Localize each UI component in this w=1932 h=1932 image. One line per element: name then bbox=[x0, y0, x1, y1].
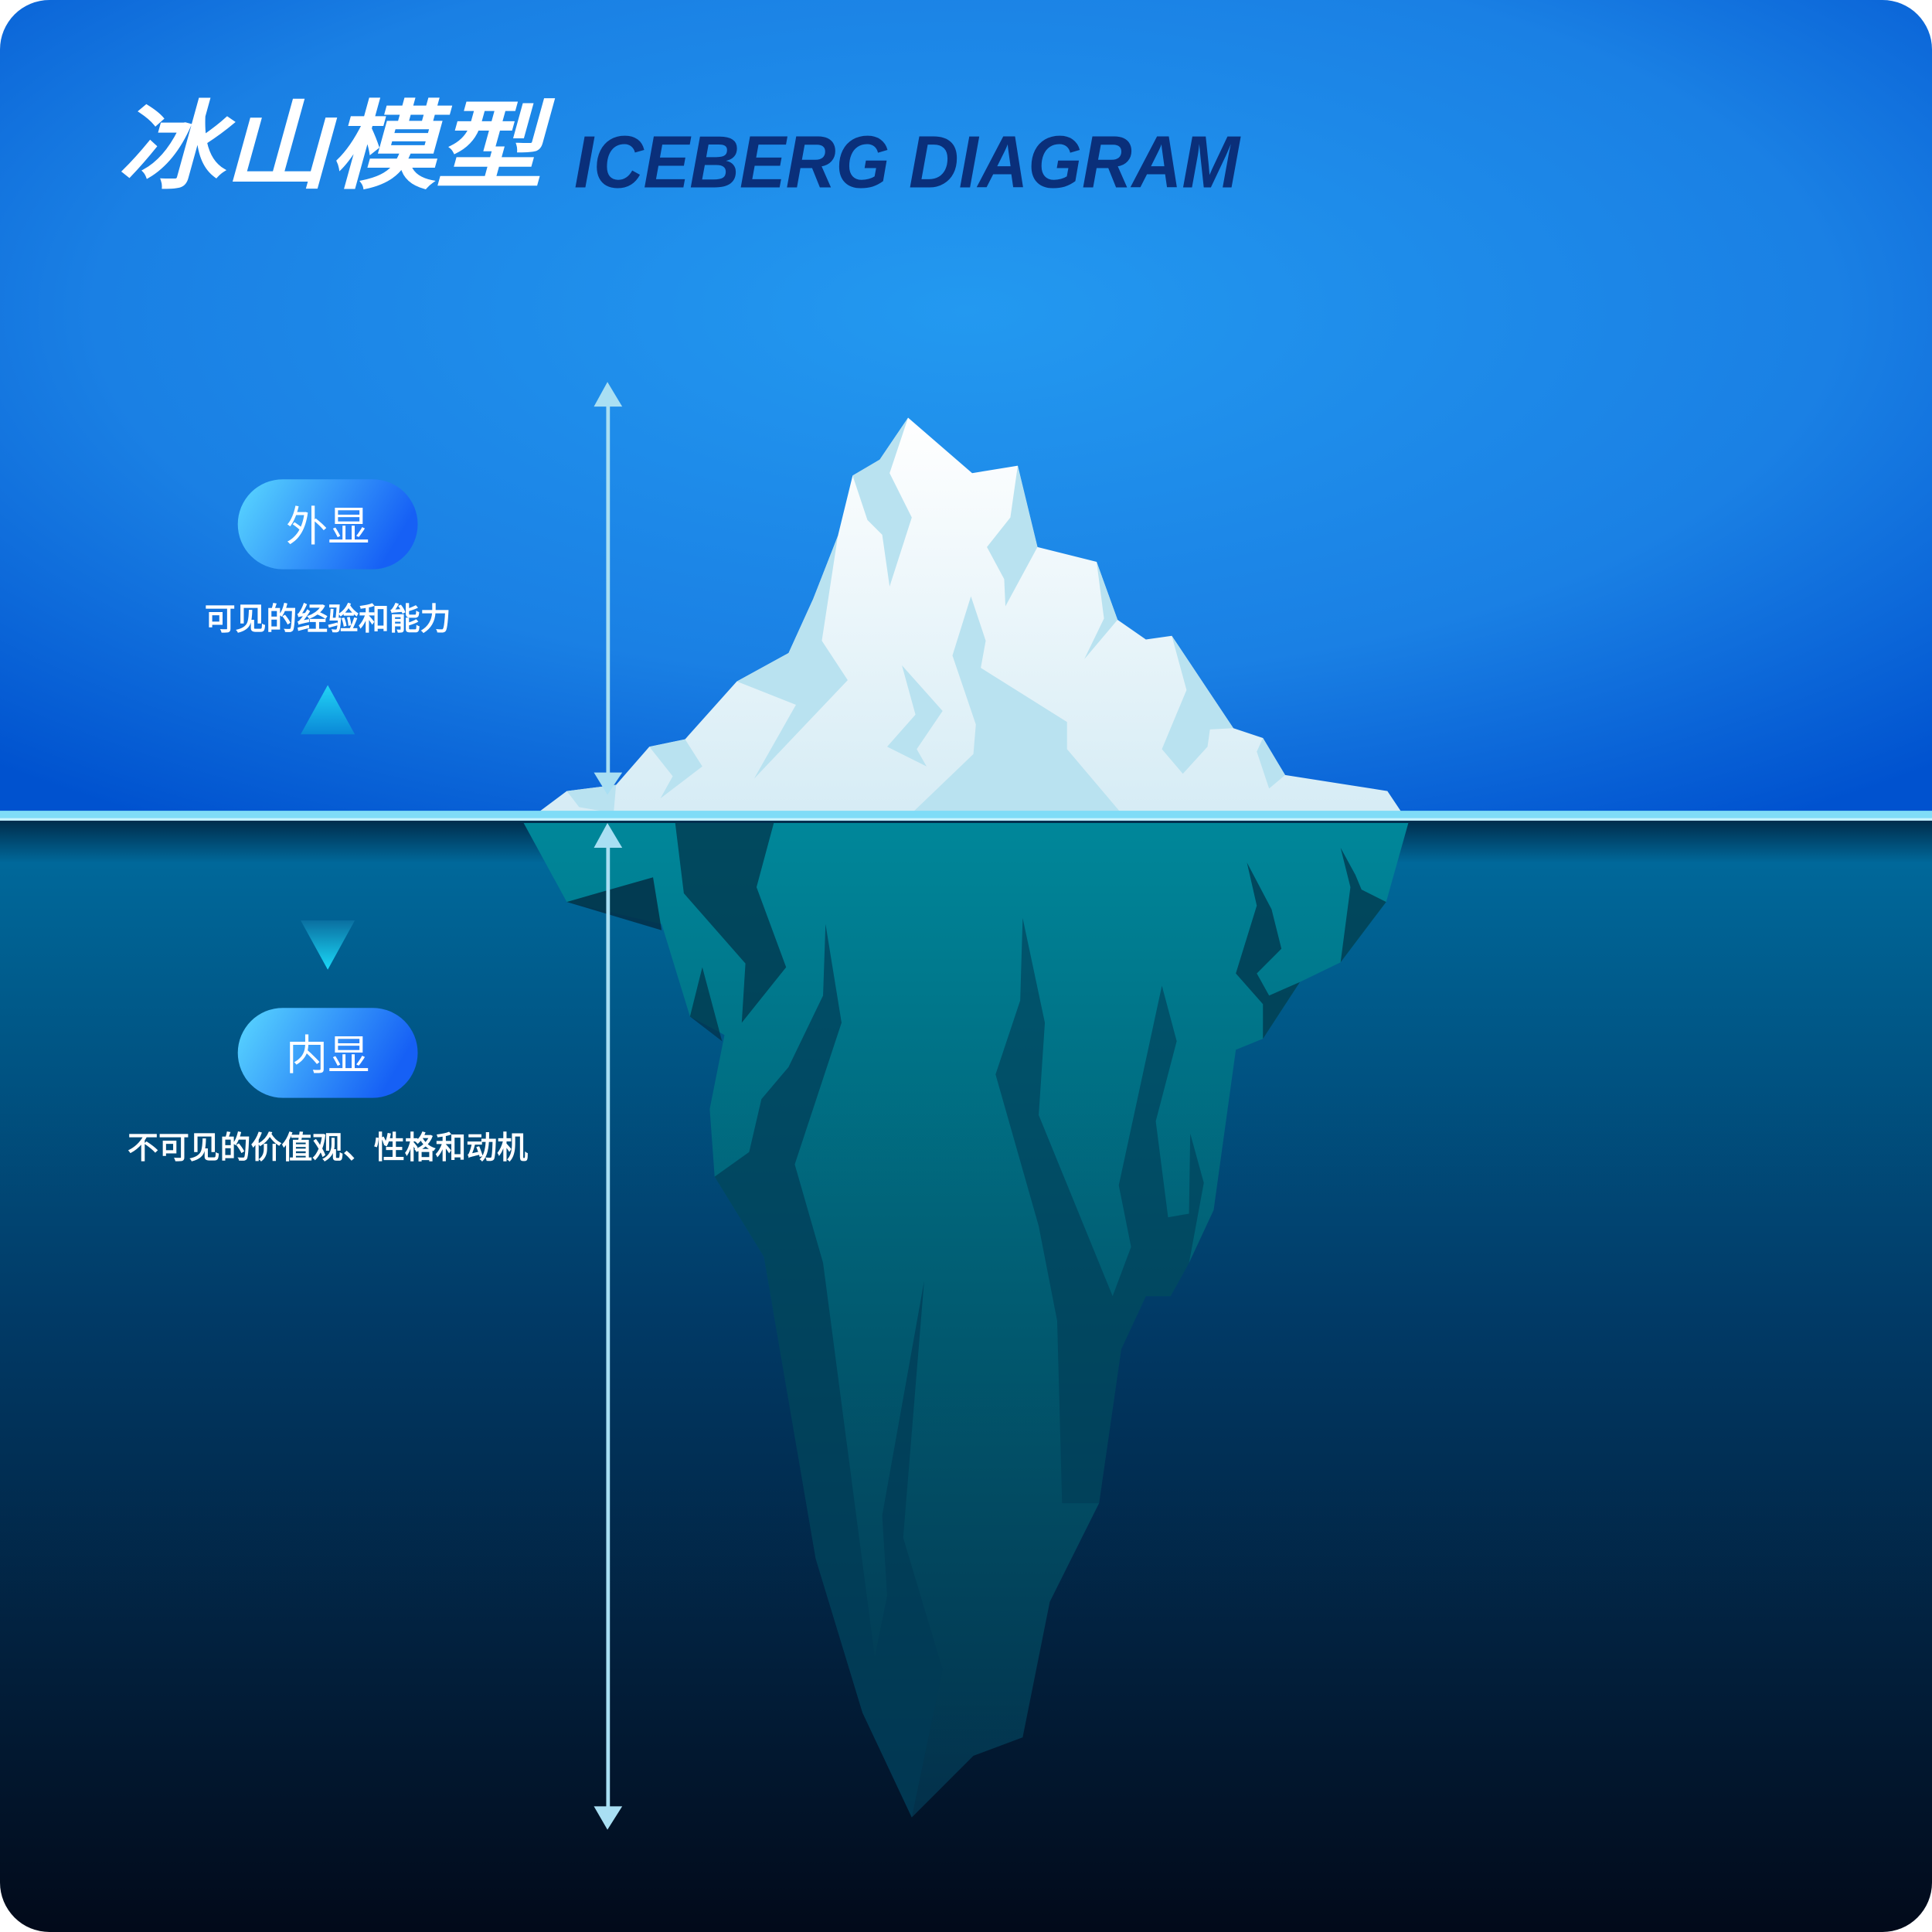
title-cn: 冰山模型 bbox=[117, 92, 555, 203]
arrow-down-icon bbox=[594, 772, 623, 795]
title-en: ICEBERG DIAGRAM bbox=[574, 121, 1241, 203]
iceberg-underwater bbox=[523, 823, 1409, 1818]
arrow-down-icon bbox=[594, 1806, 623, 1830]
hidden-pill bbox=[237, 1008, 418, 1098]
visible-section: 外显 可见的经验和能力 bbox=[205, 479, 451, 735]
visible-description: 可见的经验和能力 bbox=[205, 602, 451, 638]
hidden-description: 不可见的价值观、性格和动机 bbox=[128, 1131, 528, 1166]
waterline-highlight bbox=[0, 818, 1932, 821]
hidden-label: 内显 bbox=[286, 1031, 369, 1080]
visible-label: 外显 bbox=[286, 502, 369, 551]
triangle-down-icon bbox=[301, 920, 355, 970]
iceberg-above-water bbox=[537, 417, 1403, 814]
arrow-up-icon bbox=[594, 382, 623, 407]
hidden-section: 内显 不可见的价值观、性格和动机 bbox=[128, 920, 528, 1166]
triangle-up-icon bbox=[301, 685, 355, 735]
hidden-depth-arrow bbox=[594, 823, 623, 1830]
visible-height-arrow bbox=[594, 382, 623, 795]
arrow-up-icon bbox=[594, 823, 623, 848]
visible-pill bbox=[237, 479, 418, 570]
